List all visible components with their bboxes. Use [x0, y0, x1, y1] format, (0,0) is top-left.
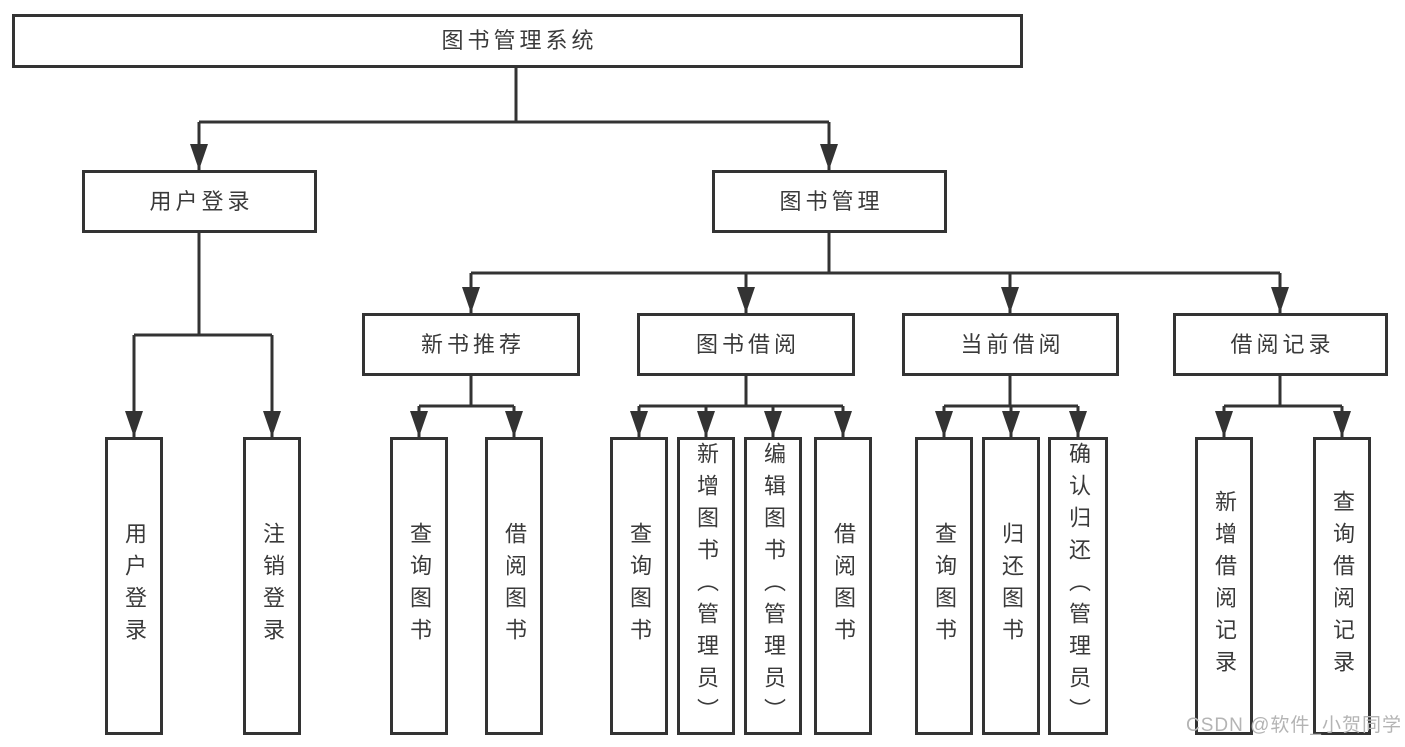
node-library-management-system: 图书管理系统: [12, 14, 1023, 68]
node-borrowing-query-books: 查询图书: [610, 437, 668, 735]
csdn-watermark: CSDN @软件_小贺同学: [1186, 715, 1402, 736]
node-borrowing-add-books-admin: 新增图书（管理员）: [677, 437, 735, 735]
node-current-borrowing: 当前借阅: [902, 313, 1119, 376]
node-current-query-books: 查询图书: [915, 437, 973, 735]
node-book-borrowing: 图书借阅: [637, 313, 855, 376]
node-current-confirm-return-admin: 确认归还（管理员）: [1048, 437, 1108, 735]
node-leaf-user-login: 用户登录: [105, 437, 163, 735]
node-borrowing-records: 借阅记录: [1173, 313, 1388, 376]
node-book-management: 图书管理: [712, 170, 947, 233]
node-borrowing-borrow-books: 借阅图书: [814, 437, 872, 735]
node-new-books-query-books: 查询图书: [390, 437, 448, 735]
node-new-book-recommend: 新书推荐: [362, 313, 580, 376]
node-leaf-logout: 注销登录: [243, 437, 301, 735]
node-new-books-borrow-books: 借阅图书: [485, 437, 543, 735]
node-current-return-books: 归还图书: [982, 437, 1040, 735]
node-records-add-record: 新增借阅记录: [1195, 437, 1253, 735]
node-borrowing-edit-books-admin: 编辑图书（管理员）: [744, 437, 802, 735]
node-records-query-record: 查询借阅记录: [1313, 437, 1371, 735]
node-user-login: 用户登录: [82, 170, 317, 233]
